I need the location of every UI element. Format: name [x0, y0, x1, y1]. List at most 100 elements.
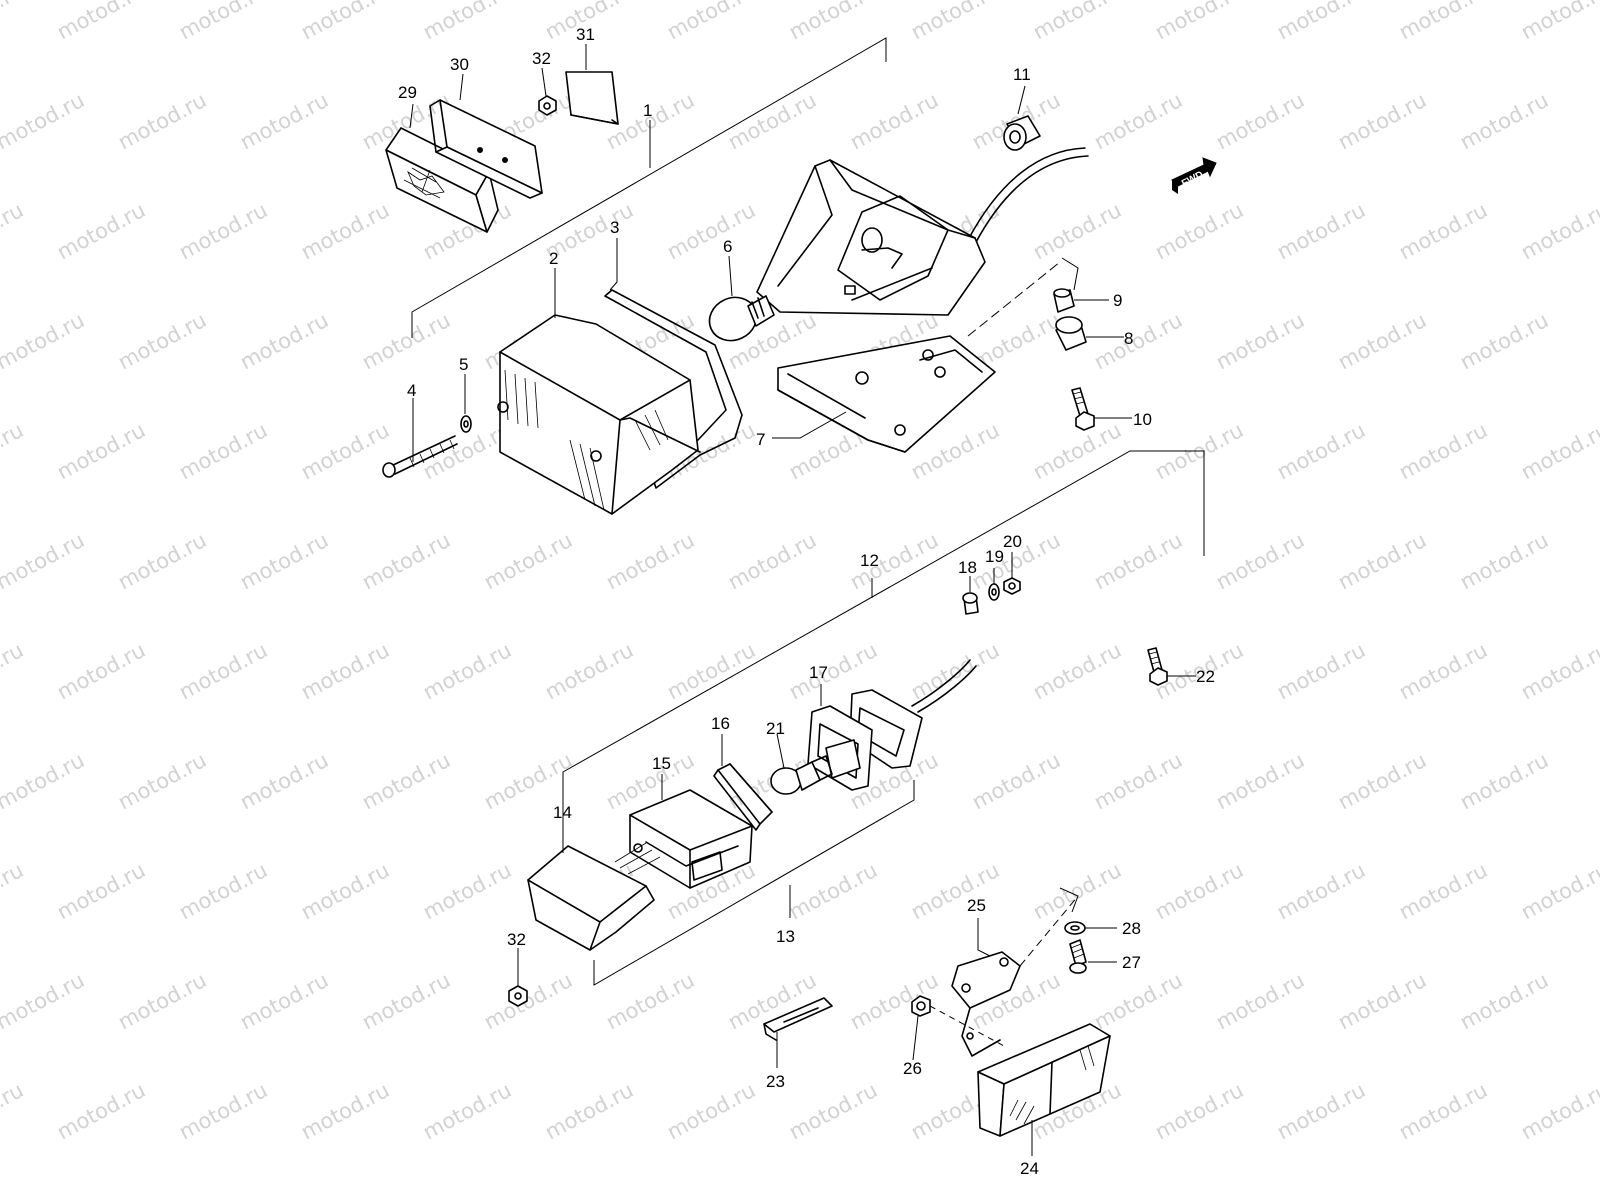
part-18-nut [962, 592, 979, 615]
watermark-text: motod.ru [1212, 308, 1308, 374]
assembly-12-bracket [562, 450, 1205, 853]
part-22-bolt [1147, 647, 1168, 686]
watermark-text: motod.ru [1517, 198, 1600, 264]
assembly-1-bracket [411, 37, 887, 338]
watermark-text: motod.ru [0, 968, 88, 1034]
part-26-nut [911, 995, 931, 1017]
callout-22: 22 [1196, 667, 1215, 686]
watermark-text: motod.ru [0, 858, 27, 924]
watermark-text: motod.ru [663, 198, 759, 264]
callout-3: 3 [610, 218, 619, 237]
watermark-text: motod.ru [1029, 638, 1125, 704]
watermark-text: motod.ru [53, 0, 149, 44]
callout-13: 13 [776, 927, 795, 946]
callout-4: 4 [407, 381, 416, 400]
watermark-text: motod.ru [236, 968, 332, 1034]
watermark-text: motod.ru [846, 88, 942, 154]
callout-labels: 1 2 3 4 5 6 7 8 9 10 11 12 13 14 15 16 1… [398, 25, 1215, 1178]
part-27-bolt [1069, 939, 1087, 974]
watermark-text: motod.ru [1517, 418, 1600, 484]
watermark-text: motod.ru [53, 418, 149, 484]
part-23-strap [763, 997, 833, 1041]
callout-18: 18 [958, 558, 977, 577]
watermark-text: motod.ru [1212, 88, 1308, 154]
callout-21: 21 [766, 719, 785, 738]
leader-lines [409, 44, 1196, 1156]
watermark-text: motod.ru [1395, 1078, 1491, 1144]
callout-30: 30 [450, 55, 469, 74]
part-30-gasket [429, 99, 543, 199]
watermark-text: motod.ru [907, 858, 1003, 924]
callout-10: 10 [1133, 410, 1152, 429]
part-2-lens [497, 314, 701, 515]
callout-16: 16 [711, 714, 730, 733]
callout-23: 23 [766, 1072, 785, 1091]
watermark-text: motod.ru [1395, 858, 1491, 924]
watermark-text: motod.ru [297, 0, 393, 44]
watermark-text: motod.ru [0, 418, 27, 484]
callout-1: 1 [643, 101, 652, 120]
watermark-text: motod.ru [114, 748, 210, 814]
callout-8: 8 [1124, 329, 1133, 348]
fwd-arrow-icon: FWD [1171, 157, 1217, 194]
watermark-text: motod.ru [175, 198, 271, 264]
watermark-text: motod.ru [1456, 968, 1552, 1034]
part-29-reflector [385, 127, 499, 233]
watermark-text: motod.ru [1273, 198, 1369, 264]
watermark-text: motod.ru [419, 0, 515, 44]
watermark-text: motod.ru [175, 858, 271, 924]
callout-29: 29 [398, 83, 417, 102]
watermark-text: motod.ru [0, 198, 27, 264]
watermark-text: motod.ru [297, 858, 393, 924]
fwd-label: FWD [1180, 169, 1205, 189]
watermark-text: motod.ru [785, 0, 881, 44]
watermark-text: motod.ru [358, 528, 454, 594]
callout-2: 2 [549, 249, 558, 268]
part-11-grommet [1003, 115, 1041, 151]
watermark-text: motod.ru [0, 88, 88, 154]
watermark-text: motod.ru [0, 748, 88, 814]
watermark-text: motod.ru [236, 528, 332, 594]
watermark-text: motod.ru [114, 308, 210, 374]
watermark-text: motod.ru [1334, 88, 1430, 154]
watermark-text: motod.ru [602, 528, 698, 594]
callout-20: 20 [1003, 532, 1022, 551]
watermark-text: motod.ru [1090, 88, 1186, 154]
watermark-text: motod.ru [1395, 198, 1491, 264]
part-25-bracket [951, 951, 1021, 1057]
watermark-text: motod.ru [114, 968, 210, 1034]
watermark-text: motod.ru [907, 638, 1003, 704]
callout-15: 15 [652, 754, 671, 773]
callout-27: 27 [1122, 953, 1141, 972]
watermark-text: motod.ru [1517, 1078, 1600, 1144]
watermark-text: motod.ru [1151, 858, 1247, 924]
watermark-text: motod.ru [1212, 968, 1308, 1034]
watermark-text: motod.ru [175, 1078, 271, 1144]
watermark-text: motod.ru [1334, 308, 1430, 374]
watermark-text: motod.ru [1212, 748, 1308, 814]
watermark-text: motod.ru [1395, 0, 1491, 44]
watermark-text: motod.ru [175, 0, 271, 44]
assembly-13-bracket [593, 780, 915, 986]
part-4-screw [382, 435, 458, 478]
watermark-text: motod.ru [785, 858, 881, 924]
watermark: motod.ru motod.ru motod.ru motod.ru motod.ru… [0, 0, 1600, 1144]
watermark-text: motod.ru [1334, 968, 1430, 1034]
watermark-text: motod.ru [1273, 1078, 1369, 1144]
callout-5: 5 [459, 355, 468, 374]
watermark-text: motod.ru [0, 528, 88, 594]
part-8-cushion [1055, 316, 1087, 351]
watermark-text: motod.ru [1273, 638, 1369, 704]
watermark-text: motod.ru [53, 1078, 149, 1144]
callout-31: 31 [576, 25, 595, 44]
watermark-text: motod.ru [419, 1078, 515, 1144]
watermark-text: motod.ru [358, 308, 454, 374]
watermark-text: motod.ru [480, 528, 576, 594]
part-20-nut [1003, 577, 1021, 595]
watermark-text: motod.ru [419, 638, 515, 704]
watermark-text: motod.ru [0, 308, 88, 374]
watermark-text: motod.ru [1151, 0, 1247, 44]
part-7-base [756, 147, 1089, 453]
watermark-text: motod.ru [419, 858, 515, 924]
watermark-text: motod.ru [968, 748, 1064, 814]
